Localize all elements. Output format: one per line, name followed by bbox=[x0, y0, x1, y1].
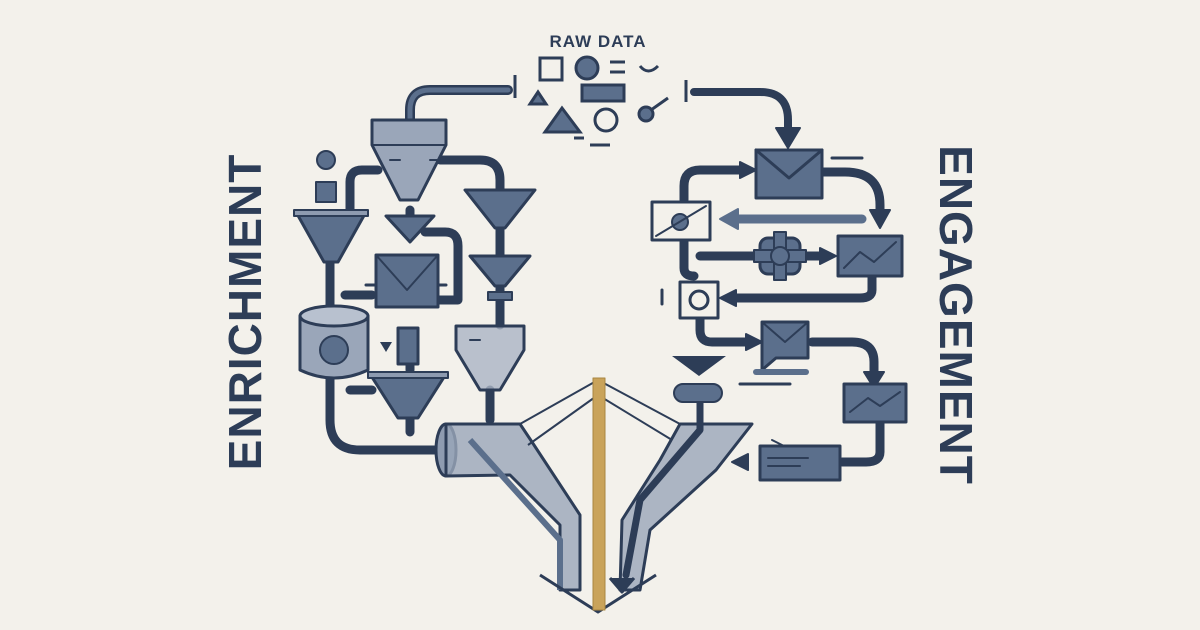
chart-line bbox=[849, 391, 901, 413]
arrow-head bbox=[819, 247, 837, 265]
tank-gauge bbox=[319, 335, 349, 365]
funnel-bottom bbox=[368, 372, 448, 420]
envelope-flap bbox=[761, 321, 809, 343]
pipe bbox=[679, 235, 699, 281]
arrow-head bbox=[775, 127, 801, 149]
chart-line bbox=[843, 241, 897, 269]
pipe bbox=[837, 415, 885, 467]
engagement-label: ENGAGEMENT bbox=[930, 145, 982, 485]
raw-data-cluster bbox=[513, 55, 688, 147]
gear-icon bbox=[753, 231, 807, 281]
pipe bbox=[435, 155, 505, 195]
arrow-head bbox=[863, 371, 885, 389]
gold-axis bbox=[592, 377, 606, 611]
triangle-shape-small bbox=[527, 89, 549, 106]
arrow-head bbox=[719, 289, 737, 307]
valve-block bbox=[396, 326, 420, 366]
message-envelope-icon bbox=[760, 320, 810, 372]
cylinder-top bbox=[298, 304, 370, 328]
funnel-capsule bbox=[672, 356, 726, 376]
capsule bbox=[673, 383, 723, 403]
connector-block bbox=[487, 291, 513, 301]
output-arrow bbox=[608, 577, 636, 594]
arrow-head bbox=[731, 453, 749, 471]
sensor-circle bbox=[316, 150, 336, 170]
enrichment-label: ENRICHMENT bbox=[219, 153, 271, 471]
pipe-inner bbox=[407, 87, 511, 128]
pipe bbox=[725, 269, 877, 303]
arrow-head bbox=[719, 208, 739, 230]
hopper-translucent bbox=[454, 324, 526, 392]
funnel-rim bbox=[367, 371, 449, 379]
chute-left-flow bbox=[467, 437, 563, 590]
top-pipes bbox=[405, 85, 801, 149]
target-circle-shape bbox=[637, 105, 655, 123]
rectangle-shape bbox=[580, 83, 626, 103]
junction-box bbox=[374, 253, 440, 309]
pipe bbox=[817, 167, 885, 217]
message-tick bbox=[771, 439, 785, 447]
chute-left bbox=[444, 422, 582, 592]
pipe bbox=[345, 165, 383, 215]
funnel-rim bbox=[293, 209, 369, 217]
junction-box-lines bbox=[375, 254, 439, 291]
target-ring bbox=[688, 289, 710, 311]
pipe bbox=[679, 165, 745, 205]
raw-data-label: RAW DATA bbox=[549, 32, 647, 51]
funnel-left bbox=[294, 210, 368, 264]
pipe bbox=[325, 370, 445, 455]
frame-bottom bbox=[539, 573, 657, 614]
image-card-line bbox=[655, 205, 707, 237]
message-card-icon bbox=[758, 444, 842, 482]
envelope-flap bbox=[754, 148, 824, 180]
target-box-icon bbox=[678, 280, 720, 320]
arrow-head bbox=[869, 209, 891, 229]
chute-right-flow bbox=[622, 396, 704, 579]
pipe bbox=[695, 309, 753, 347]
chart-icon bbox=[836, 234, 904, 278]
square-shape bbox=[538, 56, 564, 82]
funnel-right-mid bbox=[468, 254, 532, 288]
circle-shape bbox=[574, 55, 600, 81]
funnel-small bbox=[384, 214, 436, 244]
chute-right bbox=[618, 422, 754, 592]
engagement-network bbox=[650, 148, 908, 482]
ring-shape bbox=[593, 107, 619, 133]
indicator-arrow bbox=[380, 342, 392, 352]
sensor-square bbox=[315, 181, 337, 203]
pipe bbox=[420, 227, 463, 305]
arc-shape bbox=[638, 64, 660, 73]
pointer-line bbox=[650, 96, 669, 112]
pipe-to-engagement bbox=[690, 88, 792, 134]
pipe bbox=[807, 337, 879, 377]
enrichment-network bbox=[293, 118, 537, 455]
triangle-shape bbox=[542, 105, 583, 134]
central-convergence bbox=[434, 356, 754, 614]
arrow-head bbox=[745, 333, 763, 351]
arrow-head bbox=[739, 161, 757, 179]
funnel-right-top bbox=[463, 188, 537, 230]
